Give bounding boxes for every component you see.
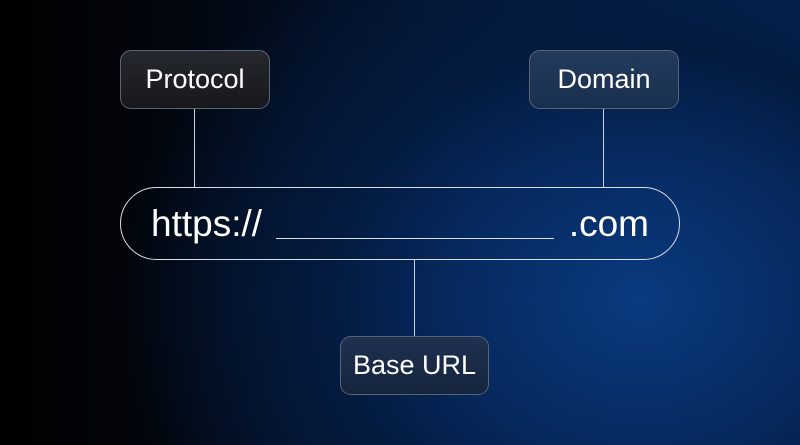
- base-url-connector: [414, 260, 415, 336]
- domain-connector: [603, 109, 604, 187]
- url-tld-text: .com: [568, 202, 649, 244]
- url-pill: https:// .com: [120, 187, 680, 260]
- domain-label: Domain: [529, 50, 679, 109]
- base-url-blank: [276, 238, 554, 239]
- protocol-connector: [194, 109, 195, 187]
- base-url-label: Base URL: [340, 336, 489, 395]
- protocol-label: Protocol: [120, 50, 270, 109]
- url-scheme-text: https://: [151, 202, 263, 244]
